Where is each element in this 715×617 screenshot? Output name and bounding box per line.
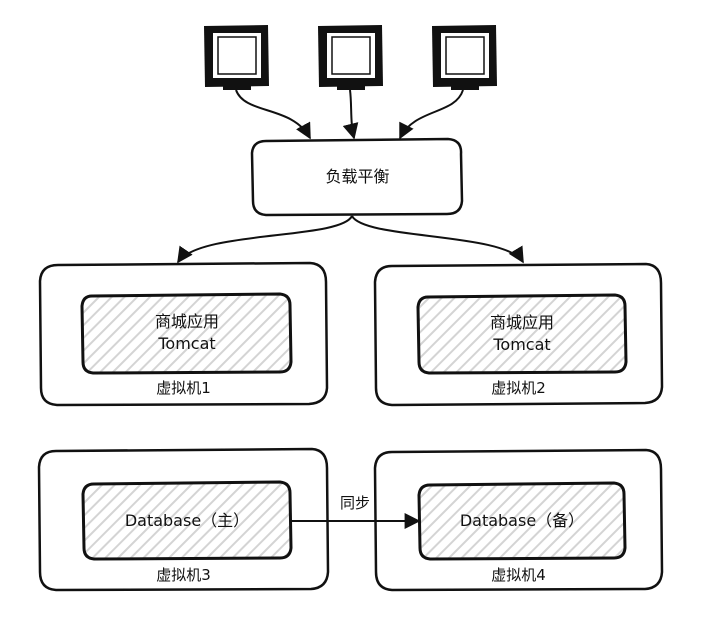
vm1-app-box bbox=[80, 292, 293, 375]
client-arrow-center bbox=[342, 89, 359, 140]
client-arrow-left bbox=[235, 89, 311, 140]
lb-arrow-left bbox=[177, 215, 353, 264]
sync-label: 同步 bbox=[339, 494, 370, 512]
vm3-db-label: Database（主） bbox=[124, 511, 250, 530]
vm1-app-name: 商城应用 bbox=[154, 312, 219, 331]
vm2-app-server: Tomcat bbox=[493, 335, 551, 354]
vm1-app-label: 商城应用 Tomcat bbox=[83, 311, 291, 355]
vm4-db-label: Database（备） bbox=[459, 511, 585, 530]
lb-arrow-right bbox=[351, 215, 524, 264]
load-balancer-label: 负载平衡 bbox=[325, 167, 390, 186]
vm4-label: 虚拟机4 bbox=[491, 566, 546, 584]
monitor-icon bbox=[204, 25, 269, 90]
vm1-app-server: Tomcat bbox=[158, 334, 216, 353]
vm4-db-box bbox=[417, 481, 627, 561]
vm2-app-box bbox=[416, 293, 628, 375]
vm2-app-label: 商城应用 Tomcat bbox=[418, 312, 626, 356]
vm2-app-name: 商城应用 bbox=[489, 313, 554, 332]
vm3-label: 虚拟机3 bbox=[156, 566, 211, 584]
client-arrow-right bbox=[399, 89, 464, 140]
vm2-label: 虚拟机2 bbox=[491, 379, 546, 397]
load-balancer-box bbox=[250, 137, 464, 217]
monitor-icon bbox=[318, 25, 383, 90]
vm1-label: 虚拟机1 bbox=[156, 379, 211, 397]
monitor-icon bbox=[432, 25, 497, 90]
vm3-db-box bbox=[81, 480, 293, 561]
